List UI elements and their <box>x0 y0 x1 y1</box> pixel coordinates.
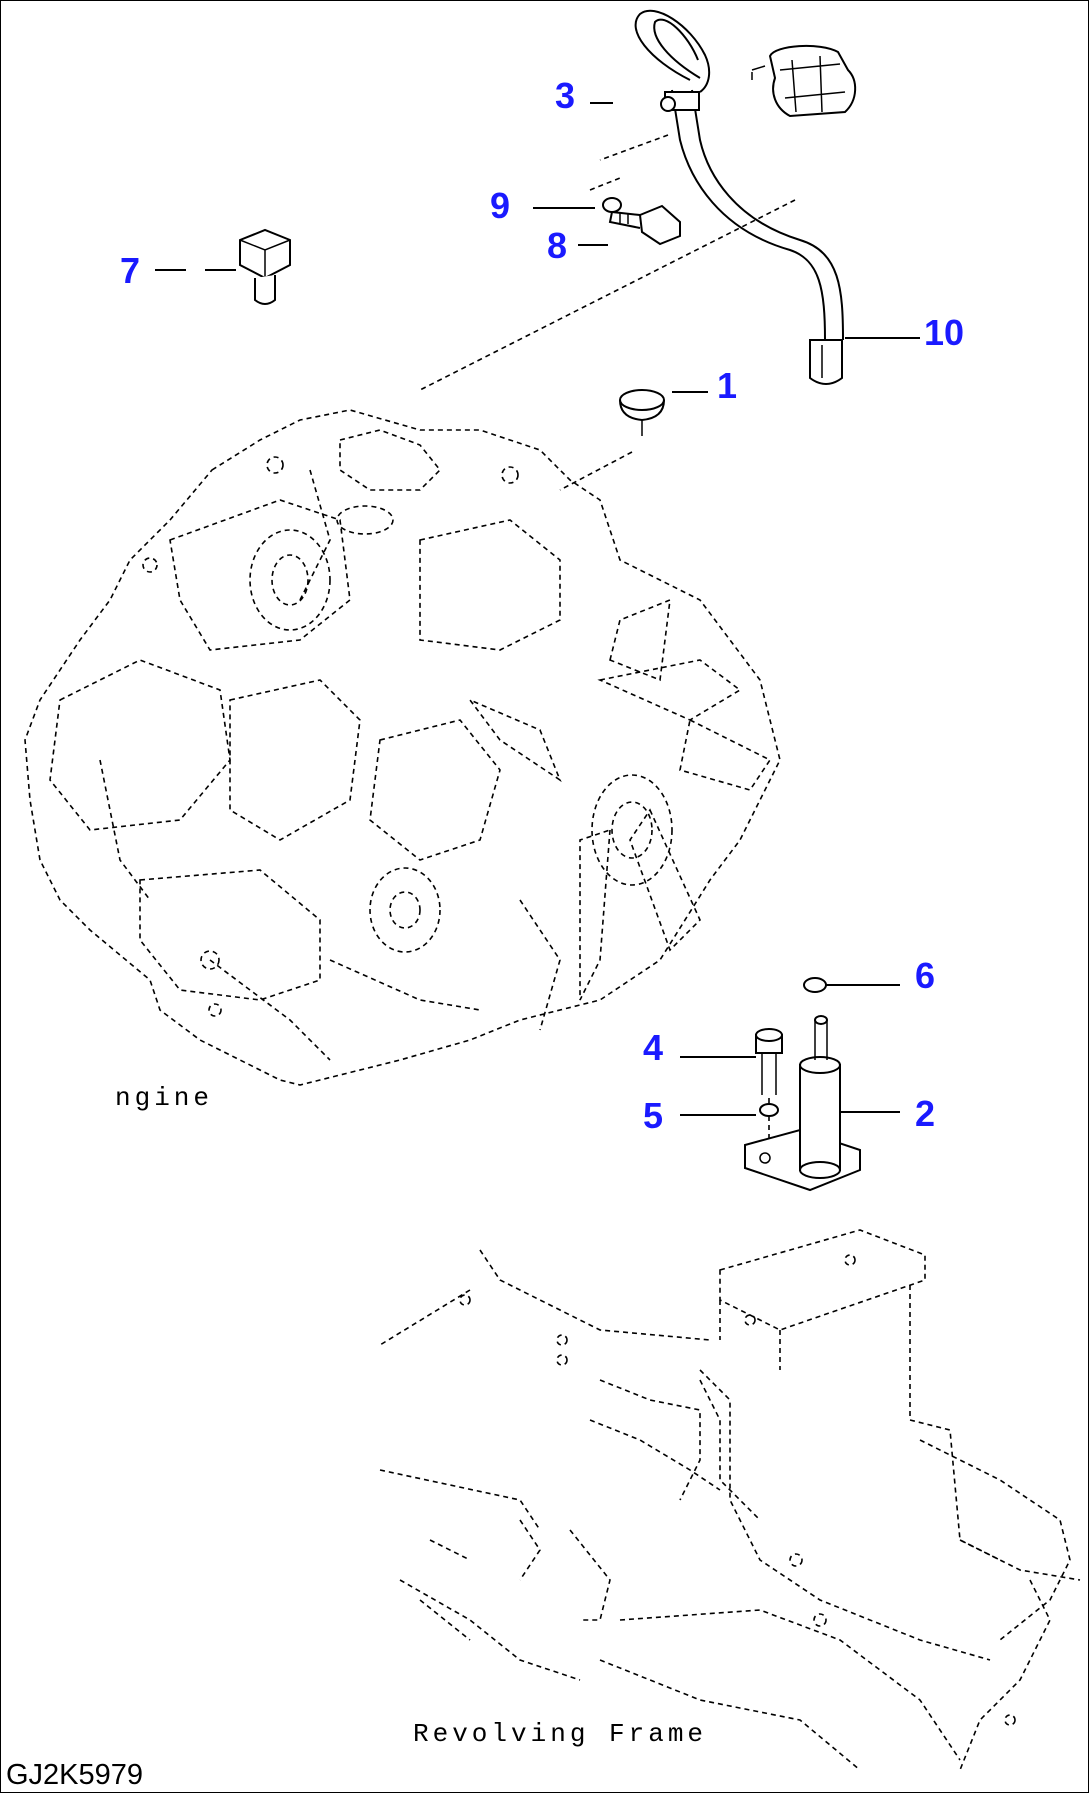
bolt-part-4 <box>755 1028 783 1140</box>
callout-6[interactable]: 6 <box>915 955 936 996</box>
engine-assembly <box>24 409 781 1086</box>
callout-1[interactable]: 1 <box>717 365 738 406</box>
revolving-frame-assembly <box>379 1229 1081 1771</box>
callout-leaders <box>155 102 920 1116</box>
washer-part-5 <box>759 1103 779 1117</box>
support-pipe-part <box>744 1015 861 1192</box>
dipstick-gauge-part <box>599 9 857 385</box>
callout-9[interactable]: 9 <box>490 185 511 226</box>
callout-4[interactable]: 4 <box>643 1027 664 1068</box>
callout-5[interactable]: 5 <box>643 1095 664 1136</box>
nut-part-6 <box>803 977 827 993</box>
callout-2[interactable]: 2 <box>915 1093 936 1134</box>
engine-caption: ngine <box>115 1083 214 1113</box>
filler-cap-part <box>559 389 665 491</box>
callout-8[interactable]: 8 <box>547 225 568 266</box>
callout-7[interactable]: 7 <box>120 250 141 291</box>
callout-3[interactable]: 3 <box>555 75 576 116</box>
revolving-frame-caption: Revolving Frame <box>413 1719 708 1749</box>
plug-part-7 <box>239 228 291 305</box>
drawing-id: GJ2K5979 <box>6 1759 144 1791</box>
callout-10[interactable]: 10 <box>924 312 965 353</box>
bolt-part <box>608 204 681 246</box>
washer-part <box>602 197 622 213</box>
